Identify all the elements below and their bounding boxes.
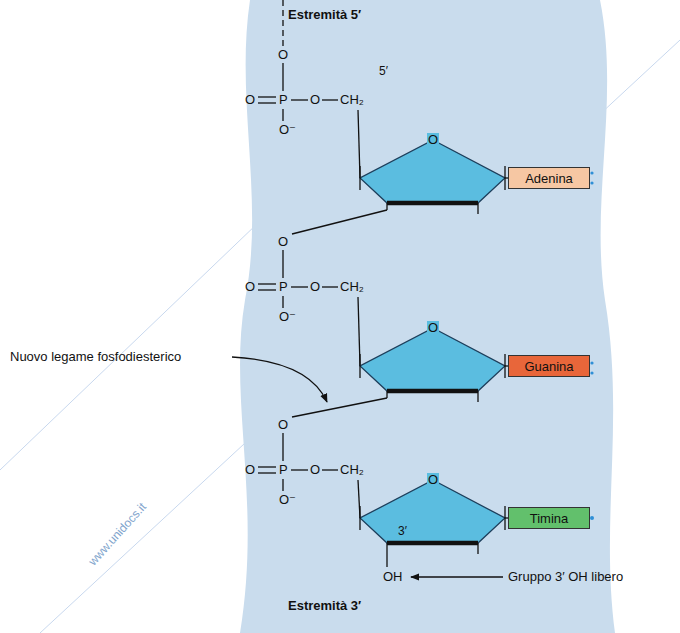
end-label: Estremità 5′ [288,8,361,22]
bond-line [291,286,308,287]
ring-oxygen: O [427,473,439,487]
bond-line [322,469,338,470]
oxygen-ion: O⁻ [279,123,296,137]
bond-line [359,354,360,378]
bond-line [387,201,478,206]
ring-oxygen: O [427,133,439,147]
bond-line [477,203,478,214]
oxygen-atom: O [245,93,255,107]
bond-line [386,391,387,398]
bond-line [258,472,276,473]
bond-line [292,398,387,417]
bond-line [282,479,283,491]
bond-line [282,250,283,278]
methylene-group: CH₂ [340,280,364,294]
bond-line [387,389,478,394]
oxygen-atom: O [310,280,320,294]
bond-line [282,296,283,308]
deoxyribose-ring [360,480,505,543]
bond-line [386,203,387,210]
base-name: Adenina [525,171,573,186]
bond-line [322,286,338,287]
bond-line [258,96,276,97]
carbon-number: 5′ [379,65,388,78]
bond-line [387,541,478,546]
bond-line [322,99,338,100]
bond-line [359,506,360,530]
bond-line [258,289,276,290]
methylene-group: CH₂ [340,93,364,107]
oxygen-atom: O [310,463,320,477]
base-box: Guanina [508,355,590,377]
bond-line [282,109,283,121]
base-box: Timina [508,507,590,529]
phosphorus-atom: P [279,463,288,477]
bond-line [477,391,478,402]
bond-line [359,166,360,190]
hydroxyl-group: OH [383,570,403,584]
watermark: www.unidocs.it [86,501,149,569]
oxygen-atom: O [245,280,255,294]
deoxyribose-ring [360,140,505,203]
deoxyribose-ring [360,328,505,391]
carbon-number: 3′ [398,525,407,538]
bond-line [292,210,387,234]
oxygen-atom: O [245,463,255,477]
ring-oxygen: O [427,321,439,335]
oxygen-ion: O⁻ [279,493,296,507]
callout-label: Gruppo 3′ OH libero [508,570,623,584]
methylene-group: CH₂ [340,463,364,477]
oxygen-atom: O [278,48,288,62]
oxygen-atom: O [310,93,320,107]
bond-line [291,469,308,470]
oxygen-atom: O [278,235,288,249]
phosphorus-atom: P [279,280,288,294]
bond-line [258,466,276,467]
base-box: Adenina [508,167,590,189]
bond-line [258,102,276,103]
base-name: Guanina [524,359,573,374]
bond-line [477,543,478,554]
bond-line [504,354,505,378]
base-name: Timina [530,511,569,526]
phosphorus-atom: P [279,93,288,107]
bond-line [258,283,276,284]
callout-label: Nuovo legame fosfodiesterico [10,350,181,364]
bond-line [282,433,283,461]
bond-line [504,166,505,190]
oxygen-ion: O⁻ [279,310,296,324]
oxygen-atom: O [278,418,288,432]
bond-line [282,63,283,91]
bond-line [504,506,505,530]
bond-line [291,99,308,100]
bond-line [386,543,387,567]
end-label: Estremità 3′ [288,599,361,613]
